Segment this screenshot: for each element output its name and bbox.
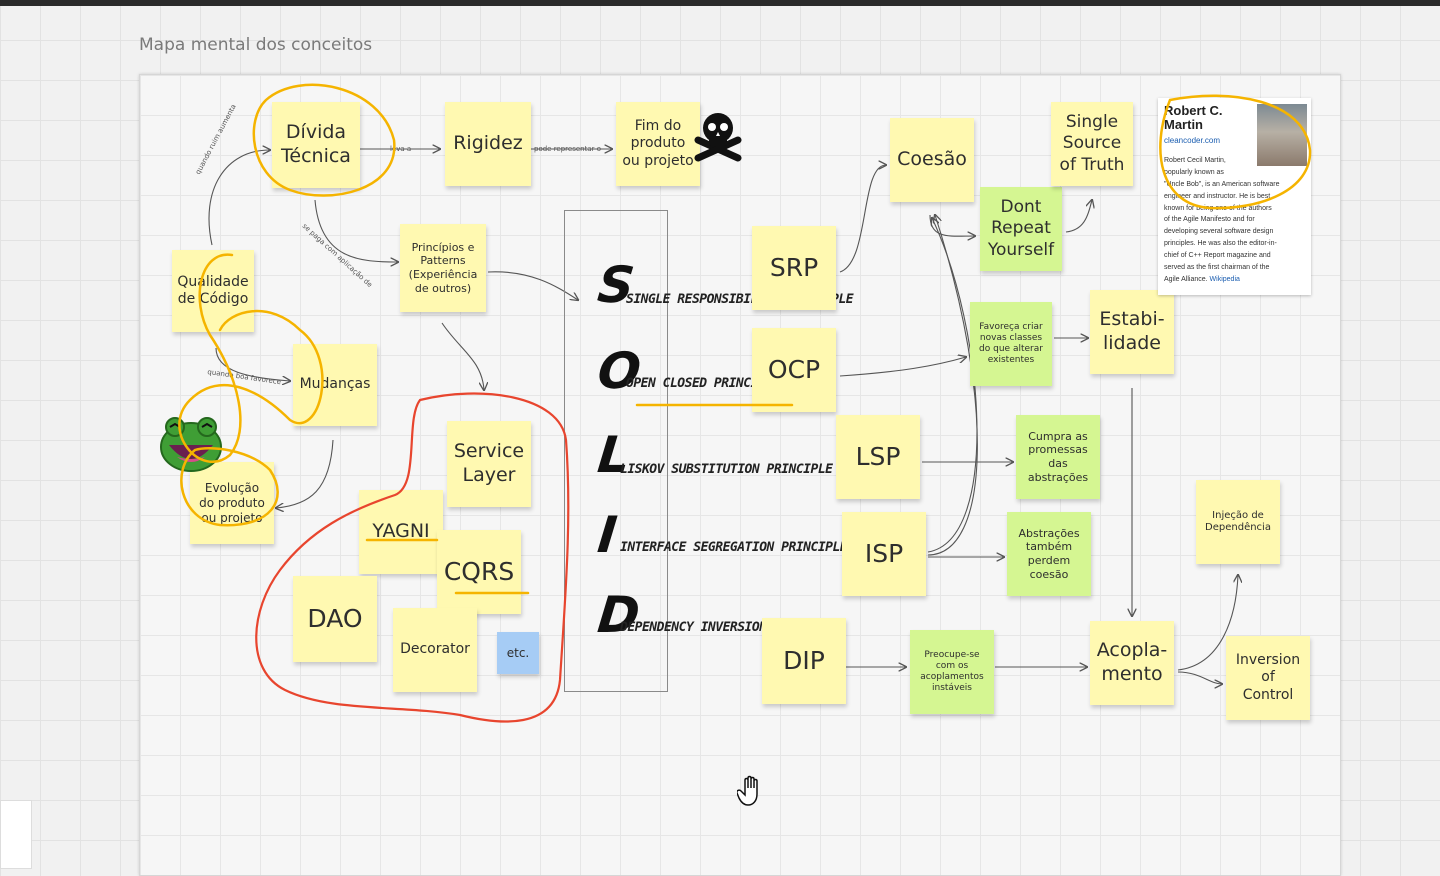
arrow-acoplamento-ioc <box>1177 671 1222 684</box>
note-service-layer[interactable]: Service Layer <box>447 421 531 507</box>
note-abstracoes-perdem-coesao[interactable]: Abstrações também perdem coesão <box>1007 512 1091 596</box>
note-injecao-dependencia[interactable]: Injeção de Dependência <box>1196 480 1280 564</box>
red-group-outline <box>255 392 570 723</box>
note-inversion-of-control[interactable]: Inversion of Control <box>1226 636 1310 720</box>
skull-crossbones-icon <box>694 113 742 162</box>
arrow-principios-group <box>441 322 484 390</box>
note-principios-patterns[interactable]: Princípios e Patterns (Experiência de ou… <box>400 224 486 312</box>
note-coesao[interactable]: Coesão <box>890 118 974 202</box>
note-preocupe-acoplamentos[interactable]: Preocupe-se com os acoplamentos instávei… <box>910 630 994 714</box>
note-acoplamento[interactable]: Acopla- mento <box>1090 621 1174 705</box>
highlight-squiggle-qualidade <box>178 253 324 463</box>
wiki-card-robert-martin[interactable]: Robert C. Martin cleancoder.com Robert C… <box>1158 98 1311 295</box>
window-top-bar <box>0 0 1440 6</box>
mind-map-frame[interactable] <box>139 74 1341 876</box>
arrow-acoplamento-injecao <box>1177 575 1238 671</box>
arrow-ocp-favoreca <box>839 357 966 377</box>
note-isp[interactable]: ISP <box>842 512 926 596</box>
wiki-card-link[interactable]: Wikipedia <box>1209 275 1240 283</box>
solid-frame[interactable] <box>564 210 668 692</box>
note-mudancas[interactable]: Mudanças <box>293 344 377 426</box>
arrow-divida-principios <box>314 199 398 262</box>
note-srp[interactable]: SRP <box>752 226 836 310</box>
arrow-mudancas-evolucao <box>276 439 334 508</box>
note-decorator[interactable]: Decorator <box>393 608 477 692</box>
wiki-card-name: Robert C. Martin <box>1164 103 1223 132</box>
note-divida-tecnica[interactable]: Dívida Técnica <box>272 102 360 188</box>
note-etc[interactable]: etc. <box>497 632 539 674</box>
note-favoreca-novas-classes[interactable]: Favoreça criar novas classes do que alte… <box>970 302 1052 386</box>
arrow-dry-ssot <box>1065 200 1092 233</box>
side-panel-tab[interactable] <box>0 800 32 869</box>
note-cqrs[interactable]: CQRS <box>437 530 521 614</box>
principle-isp: INTERFACE SEGREGATION PRINCIPLE <box>620 540 848 555</box>
principle-ocp: OPEN CLOSED PRINCIPLE <box>626 376 780 391</box>
note-dao[interactable]: DAO <box>293 576 377 662</box>
frame-title: Mapa mental dos conceitos <box>139 35 373 55</box>
highlight-circle-divida <box>252 83 396 197</box>
note-evolucao-produto[interactable]: Evolução do produto ou projeto <box>190 462 274 544</box>
arrow-qualidade-mudancas <box>215 347 290 381</box>
arrow-isp-coesao <box>927 215 978 556</box>
note-estabilidade[interactable]: Estabi- lidade <box>1090 290 1174 374</box>
note-lsp[interactable]: LSP <box>836 415 920 499</box>
highlight-circle-evolucao <box>180 446 279 527</box>
note-single-source-of-truth[interactable]: Single Source of Truth <box>1051 102 1133 186</box>
hand-cursor-icon <box>737 775 758 806</box>
connector-label-leva-a: leva a <box>390 145 412 153</box>
principle-lsp: LISKOV SUBSTITUTION PRINCIPLE <box>620 462 833 477</box>
wiki-card-site[interactable]: cleancoder.com <box>1164 136 1221 145</box>
note-ocp[interactable]: OCP <box>752 328 836 412</box>
wiki-card-photo <box>1257 104 1307 166</box>
note-qualidade-codigo[interactable]: Qualidade de Código <box>172 250 254 332</box>
highlight-circle-wiki <box>1159 94 1312 210</box>
arrow-isp-estabilidade-curve <box>927 218 978 553</box>
note-fim-do-produto[interactable]: Fim do produto ou projeto <box>616 102 700 186</box>
note-dip[interactable]: DIP <box>762 618 846 704</box>
note-cumpra-promessas[interactable]: Cumpra as promessas das abstrações <box>1016 415 1100 499</box>
note-dont-repeat-yourself[interactable]: Dont Repeat Yourself <box>980 187 1062 271</box>
arrow-principios-solid <box>487 271 578 300</box>
connector-label-pode-representar: pode representar o <box>534 145 602 153</box>
arrow-srp-coesao <box>839 165 886 273</box>
arrow-coesao-dry <box>929 214 975 236</box>
note-rigidez[interactable]: Rigidez <box>445 102 531 186</box>
